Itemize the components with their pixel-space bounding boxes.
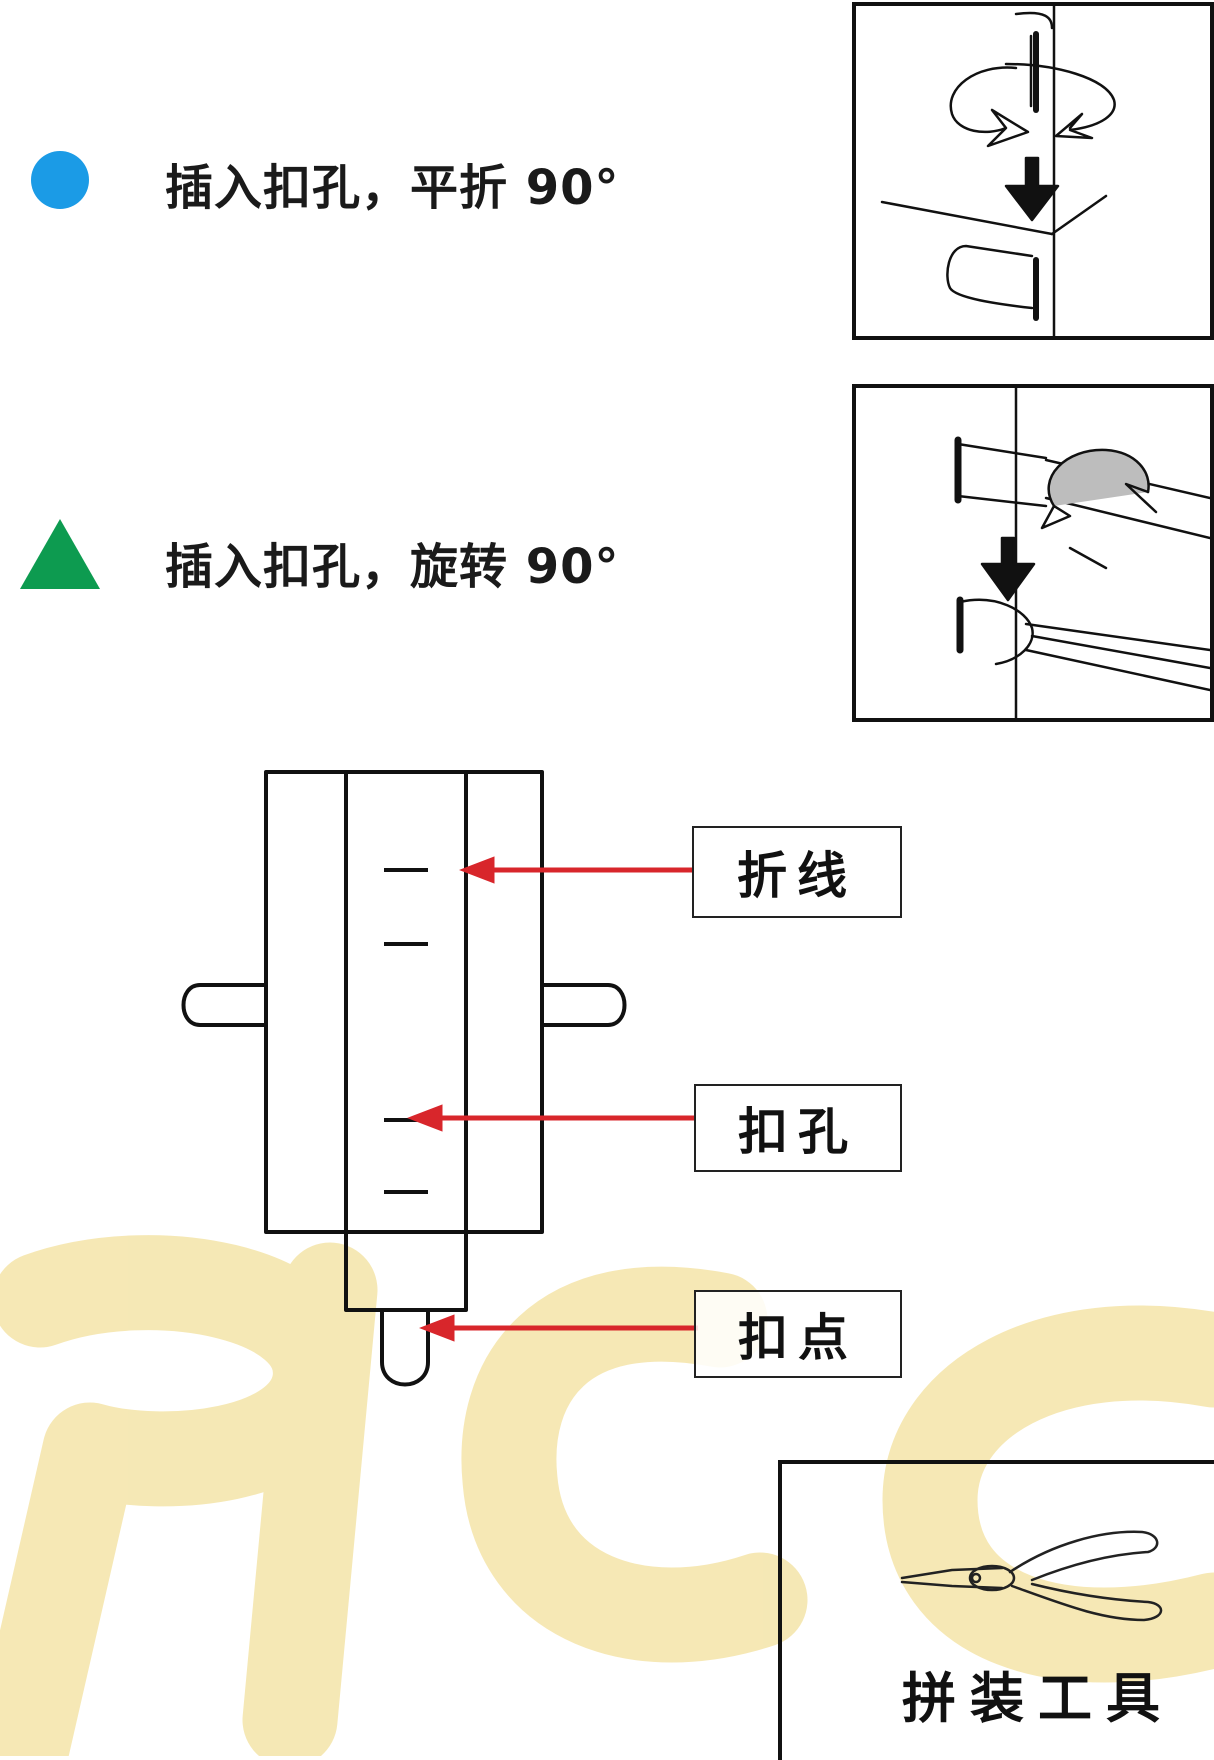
rotate-illustration [954,388,1210,718]
legend-item-fold: 插入扣孔，平折 90° [0,140,700,220]
buckle-tip [380,1310,430,1387]
fold-line-label: 折线 [692,826,902,918]
rotate-instruction-panel [852,384,1214,722]
fold-instruction-panel [852,2,1214,340]
green-triangle-icon [20,519,100,589]
pliers-icon [900,1530,1163,1622]
fold-line-arrowhead [459,856,495,884]
legend-label-fold: 插入扣孔，平折 90° [165,160,620,216]
buckle-hole-label: 扣孔 [694,1084,902,1172]
buckle-point-arrowhead [419,1314,455,1342]
assembly-tool-panel: 拼装工具 [778,1460,1214,1760]
blue-circle-icon [31,151,89,209]
right-ear [542,983,627,1027]
fold-illustration [880,6,1116,336]
left-ear [181,983,266,1027]
legend-label-rotate: 插入扣孔，旋转 90° [165,539,620,595]
legend-item-rotate: 插入扣孔，旋转 90° [0,515,700,595]
buckle-hole-arrowhead [407,1104,443,1132]
buckle-point-label: 扣点 [694,1290,902,1378]
lower-tongue [344,1232,468,1312]
tab-part-diagram [181,770,698,1387]
assembly-tool-label: 拼装工具 [902,1667,1174,1730]
outer-body [264,770,544,1234]
